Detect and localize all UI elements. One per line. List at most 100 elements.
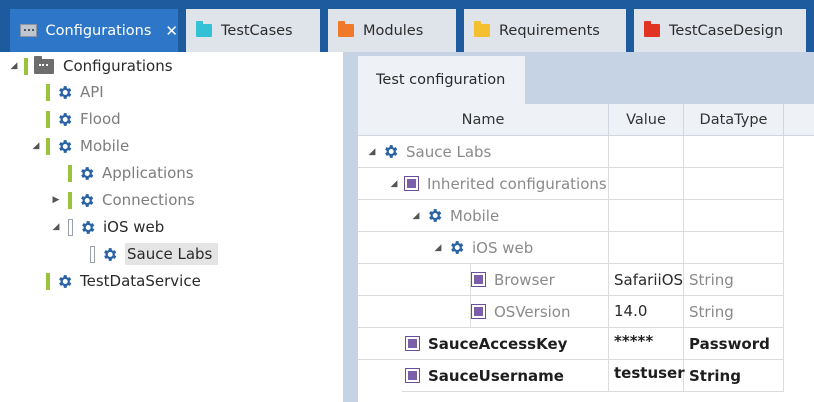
status-bar	[68, 164, 72, 182]
parameter-icon	[471, 304, 486, 319]
tab-configurations[interactable]: Configurations ✕	[10, 9, 178, 52]
row-name: SauceUsername	[428, 366, 564, 385]
tree-label: Flood	[80, 110, 121, 128]
tree-node-sauce-labs[interactable]: Sauce Labs	[90, 242, 219, 266]
status-bar	[46, 272, 50, 290]
gear-icon	[78, 165, 95, 182]
name-cell: ◢ Inherited configurations	[358, 168, 609, 200]
row-name: Browser	[494, 270, 555, 289]
parameter-icon	[404, 176, 419, 191]
gear-icon	[79, 219, 96, 236]
expander-icon[interactable]: ▶	[52, 195, 60, 205]
name-cell: Browser	[471, 264, 609, 296]
panel-splitter[interactable]	[343, 52, 358, 402]
name-cell: ◢ Mobile	[358, 200, 609, 232]
expander-icon[interactable]: ◢	[390, 178, 398, 189]
row-name: OSVersion	[494, 302, 571, 321]
status-bar	[68, 191, 72, 209]
tree-node-mobile[interactable]: ◢ Mobile	[30, 134, 130, 158]
indent-cell	[358, 296, 471, 328]
tree-node-ios-web[interactable]: ◢ iOS web	[50, 215, 165, 239]
folder-icon	[644, 21, 660, 37]
value-cell[interactable]	[609, 168, 684, 200]
tree-node-configurations[interactable]: ◢ Configurations	[8, 54, 173, 78]
status-bar	[24, 57, 28, 75]
value-cell[interactable]: SafariiOS	[609, 264, 684, 296]
status-bar	[46, 83, 50, 101]
gear-icon	[382, 143, 399, 160]
datatype-cell	[684, 136, 784, 168]
value-cell[interactable]: testuser	[609, 360, 685, 392]
expander-icon[interactable]: ◢	[412, 210, 420, 221]
expander-icon[interactable]: ◢	[434, 242, 442, 253]
table-row[interactable]: OSVersion 14.0 String	[358, 296, 814, 328]
datatype-cell	[684, 168, 784, 200]
configurations-icon	[20, 24, 37, 37]
grid-header: Name Value DataType	[358, 104, 814, 136]
datatype-cell: String	[684, 264, 784, 296]
table-row[interactable]: SauceAccessKey ***** Password	[358, 328, 814, 360]
tree-label: Connections	[102, 191, 195, 209]
row-name: iOS web	[472, 238, 534, 257]
gear-icon	[56, 273, 73, 290]
tab-test-configuration[interactable]: Test configuration	[358, 56, 525, 104]
tree-node-connections[interactable]: ▶ Connections	[50, 188, 195, 212]
tree-label: Configurations	[63, 57, 173, 75]
gear-icon	[448, 239, 465, 256]
configurations-folder-icon	[34, 55, 54, 74]
name-cell: SauceAccessKey	[402, 328, 609, 360]
table-row[interactable]: ◢ Inherited configurations	[358, 168, 814, 200]
datatype-cell	[684, 200, 784, 232]
table-row[interactable]: Browser SafariiOS String	[358, 264, 814, 296]
column-header-value[interactable]: Value	[609, 104, 684, 136]
value-cell[interactable]	[609, 200, 684, 232]
tree-node-api[interactable]: API	[46, 80, 104, 104]
row-name: Sauce Labs	[406, 142, 492, 161]
name-cell: SauceUsername	[402, 360, 609, 392]
tree-label: iOS web	[103, 218, 165, 236]
tab-modules[interactable]: Modules	[328, 9, 456, 52]
table-row[interactable]: ◢ Sauce Labs	[358, 136, 814, 168]
tab-requirements[interactable]: Requirements	[464, 9, 626, 52]
gear-icon	[56, 138, 73, 155]
column-header-datatype[interactable]: DataType	[684, 104, 784, 136]
tree-node-applications[interactable]: Applications	[68, 161, 194, 185]
name-cell: ◢ Sauce Labs	[358, 136, 609, 168]
row-name: Inherited configurations	[427, 174, 607, 193]
row-name: Mobile	[450, 206, 500, 225]
tree-node-testdataservice[interactable]: TestDataService	[46, 269, 201, 293]
table-row[interactable]: SauceUsername testuser String	[358, 360, 814, 392]
name-cell: OSVersion	[471, 296, 609, 328]
tree-label: Mobile	[80, 137, 130, 155]
datatype-cell	[684, 232, 784, 264]
value-cell[interactable]: *****	[609, 328, 684, 360]
tab-testcases[interactable]: TestCases	[186, 9, 320, 52]
tree-label: Applications	[102, 164, 194, 182]
parameter-icon	[405, 368, 420, 383]
tab-label: Configurations	[45, 22, 152, 39]
expander-icon[interactable]: ◢	[368, 146, 376, 157]
tab-label: Modules	[363, 22, 424, 39]
expander-icon[interactable]: ◢	[10, 61, 18, 71]
tab-label: TestCases	[221, 22, 293, 39]
tree-label: TestDataService	[80, 272, 201, 290]
value-cell[interactable]	[609, 232, 684, 264]
datatype-cell: String	[684, 360, 784, 392]
details-tab-strip: Test configuration	[358, 52, 814, 104]
value-cell[interactable]	[609, 136, 684, 168]
folder-icon	[338, 21, 354, 37]
tab-testcasedesign[interactable]: TestCaseDesign	[634, 9, 806, 52]
table-row[interactable]: ◢ iOS web	[358, 232, 814, 264]
tree-label: API	[80, 83, 104, 101]
indent-cell	[358, 328, 424, 360]
gear-icon	[101, 246, 118, 263]
row-name: SauceAccessKey	[428, 334, 568, 353]
name-cell: ◢ iOS web	[358, 232, 609, 264]
table-row[interactable]: ◢ Mobile	[358, 200, 814, 232]
column-header-name[interactable]: Name	[358, 104, 609, 136]
tree-node-flood[interactable]: Flood	[46, 107, 121, 131]
close-icon[interactable]: ✕	[165, 21, 178, 40]
value-cell[interactable]: 14.0	[609, 296, 684, 328]
expander-icon[interactable]: ◢	[32, 141, 40, 151]
expander-icon[interactable]: ◢	[52, 222, 60, 232]
